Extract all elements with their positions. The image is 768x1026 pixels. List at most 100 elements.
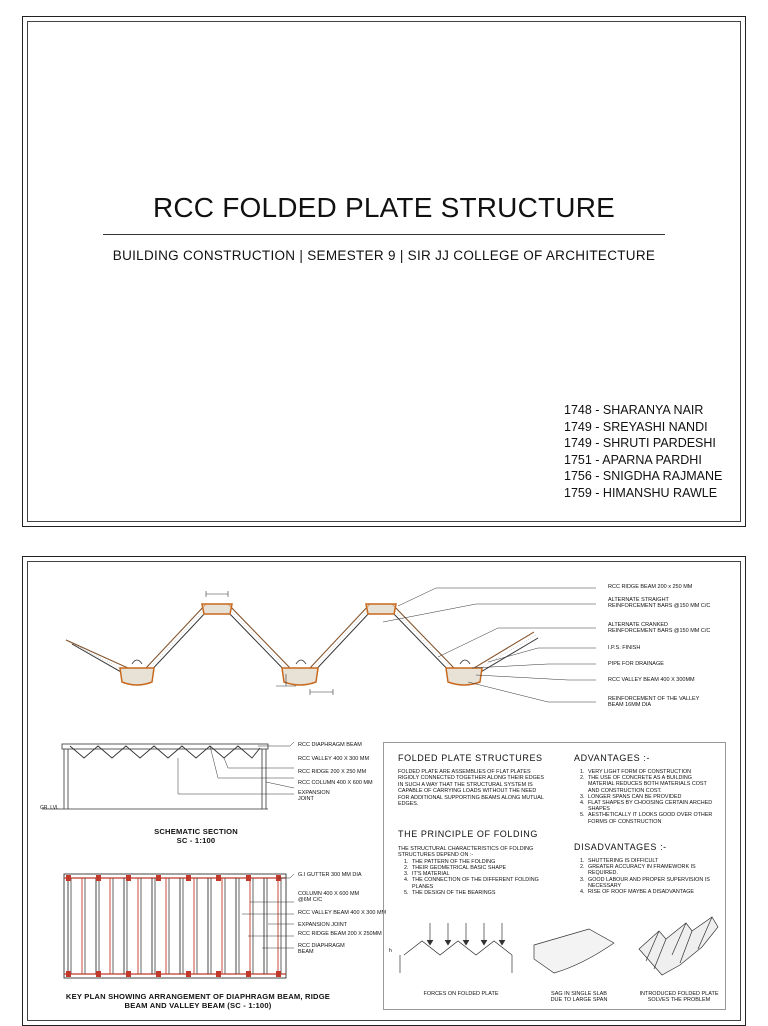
plan-column [186, 971, 191, 977]
folding-diagrams: h [389, 916, 719, 976]
plan-column [186, 875, 191, 881]
ridge-beam [365, 603, 397, 615]
drawing-sheet-border: RCC RIDGE BEAM 200 x 250 MM ALTERNATE ST… [27, 561, 741, 1021]
label-drainage-pipe: PIPE FOR DRAINAGE [608, 661, 664, 667]
sag-caption: SAG IN SINGLE SLAB DUE TO LARGE SPAN [550, 991, 608, 1004]
plan-column [66, 875, 71, 881]
plan-column [216, 875, 221, 881]
label-rcc-column: RCC COLUMN 400 X 600 MM [298, 780, 373, 786]
principle-list: THE PATTERN OF THE FOLDING THEIR GEOMETR… [398, 859, 548, 896]
label-cranked-bars: ALTERNATE CRANKED REINFORCEMENT BARS @15… [608, 622, 711, 635]
drainage-pipes [131, 659, 471, 665]
principle-heading: THE PRINCIPLE OF FOLDING [398, 829, 538, 839]
solution-caption: INTRODUCED FOLDED PLATE SOLVES THE PROBL… [639, 991, 719, 1004]
list-item: GREATER ACCURACY IN FRAMEWORK IS REQUIRE… [586, 864, 719, 876]
valley-beam [281, 667, 319, 686]
concrete-infill [68, 607, 537, 673]
plate-bottom-surface [71, 611, 539, 677]
label-gi-gutter: G.I GUTTER 300 MM DIA [298, 872, 362, 878]
h-symbol: h [389, 948, 392, 954]
team-members-list: 1748 - SHARANYA NAIR 1749 - SREYASHI NAN… [564, 402, 722, 501]
team-member: 1751 - APARNA PARDHI [564, 452, 702, 467]
label-column: COLUMN 400 X 600 MM @6M C/C [298, 891, 360, 904]
ips-finish [65, 603, 535, 669]
disadvantages-heading: DISADVANTAGES :- [574, 842, 667, 852]
advantages-list: VERY LIGHT FORM OF CONSTRUCTION THE USE … [574, 769, 719, 825]
schematic-caption: SCHEMATIC SECTION SC - 1:100 [154, 827, 238, 845]
list-item: THE CONNECTION OF THE DIFFERENT FOLDING … [410, 877, 548, 889]
team-member: 1759 - HIMANSHU RAWLE [564, 485, 718, 500]
label-valley-reinforcement: REINFORCEMENT OF THE VALLEY BEAM 16MM DI… [608, 696, 700, 709]
label-plan-diaphragm: RCC DIAPHRAGM BEAM [298, 943, 345, 956]
drawing-sheet: RCC RIDGE BEAM 200 x 250 MM ALTERNATE ST… [22, 556, 746, 1026]
disadvantages-section: DISADVANTAGES :- SHUTTERING IS DIFFICULT… [574, 842, 719, 895]
plan-column [156, 971, 161, 977]
title-slide-border: RCC FOLDED PLATE STRUCTURE BUILDING CONS… [27, 21, 741, 522]
advantages-heading: ADVANTAGES :- [574, 753, 650, 763]
plan-columns [66, 875, 281, 977]
folded-plate-section-drawing [65, 587, 596, 703]
plate-top-surface [65, 603, 535, 669]
label-plan-expansion-joint: EXPANSION JOINT [298, 922, 348, 928]
section-leaders [382, 587, 596, 703]
plan-column [66, 971, 71, 977]
course-subtitle: BUILDING CONSTRUCTION | SEMESTER 9 | SIR… [112, 248, 656, 263]
label-ridge-beam: RCC RIDGE BEAM 200 x 250 MM [608, 584, 693, 590]
label-ground-level: GR. LVL [40, 805, 59, 811]
list-item: VERY LIGHT FORM OF CONSTRUCTION [586, 769, 719, 775]
plan-column [276, 971, 281, 977]
plan-column [126, 971, 131, 977]
plan-column [246, 875, 251, 881]
plan-beam-lines [67, 878, 282, 974]
valley-beam [445, 667, 483, 686]
team-member: 1756 - SNIGDHA RAJMANE [564, 469, 723, 483]
label-diaphragm-beam: RCC DIAPHRAGM BEAM [298, 742, 362, 748]
list-item: IT'S MATERIAL [410, 871, 548, 877]
list-item: THE USE OF CONCRETE AS A BUILDING MATERI… [586, 775, 719, 794]
forces-diagram [399, 923, 513, 973]
label-valley-beam: RCC VALLEY BEAM 400 X 300MM [608, 677, 695, 683]
principle-intro: THE STRUCTURAL CHARACTERISTICS OF FOLDIN… [398, 846, 534, 859]
label-ips-finish: I.P.S. FINISH [608, 645, 641, 651]
team-member: 1749 - SREYASHI NANDI [564, 419, 708, 434]
label-rcc-valley: RCC VALLEY 400 X 300 MM [298, 756, 370, 762]
plan-column [96, 971, 101, 977]
plan-column [246, 971, 251, 977]
title-divider [103, 234, 665, 235]
plan-column [156, 875, 161, 881]
label-expansion-joint: EXPANSION JOINT [298, 790, 330, 803]
ridge-beam [201, 603, 233, 615]
key-plan-drawing [63, 873, 295, 979]
list-item: THE PATTERN OF THE FOLDING [410, 859, 548, 865]
valley-beam [119, 667, 155, 686]
label-plan-ridge-beam: RCC RIDGE BEAM 200 X 250MM [298, 931, 382, 937]
schematic-fold-profile [69, 745, 261, 759]
folded-plate-3d-diagram [638, 916, 719, 976]
main-title: RCC FOLDED PLATE STRUCTURE [152, 192, 616, 223]
dimension-marks [205, 591, 334, 695]
ridge-beams [201, 603, 397, 615]
team-member: 1748 - SHARANYA NAIR [564, 403, 704, 417]
valley-beams [119, 667, 483, 686]
sag-diagram [533, 928, 615, 974]
folded-plate-text: FOLDED PLATE ARE ASSEMBLIES OF FLAT PLAT… [398, 769, 544, 808]
folded-plate-section: FOLDED PLATE STRUCTURES FOLDED PLATE ARE… [398, 753, 548, 807]
list-item: LONGER SPANS CAN BE PROVIDED [586, 794, 719, 800]
label-plan-valley-beam: RCC VALLEY BEAM 400 X 300 MM [298, 910, 387, 916]
label-rcc-ridge: RCC RIDGE 200 X 250 MM [298, 769, 367, 775]
list-item: SHUTTERING IS DIFFICULT [586, 858, 719, 864]
list-item: GOOD LABOUR AND PROPER SUPERVISION IS NE… [586, 877, 719, 889]
disadvantages-list: SHUTTERING IS DIFFICULT GREATER ACCURACY… [574, 858, 719, 895]
label-straight-bars: ALTERNATE STRAIGHT REINFORCEMENT BARS @1… [608, 597, 711, 610]
plan-column [126, 875, 131, 881]
schematic-section-drawing [42, 741, 295, 810]
advantages-section: ADVANTAGES :- VERY LIGHT FORM OF CONSTRU… [574, 753, 719, 825]
plan-column [96, 875, 101, 881]
team-member: 1749 - SHRUTI PARDESHI [564, 436, 716, 450]
list-item: AESTHETICALLY IT LOOKS GOOD OVER OTHER F… [586, 812, 719, 824]
list-item: FLAT SHAPES BY CHOOSING CERTAIN ARCHED S… [586, 800, 719, 812]
info-panel: FOLDED PLATE STRUCTURES FOLDED PLATE ARE… [383, 742, 726, 1010]
list-item: RISE OF ROOF MAYBE A DISADVANTAGE [586, 889, 719, 895]
title-slide: RCC FOLDED PLATE STRUCTURE BUILDING CONS… [22, 16, 746, 527]
forces-caption: FORCES ON FOLDED PLATE [423, 991, 499, 997]
